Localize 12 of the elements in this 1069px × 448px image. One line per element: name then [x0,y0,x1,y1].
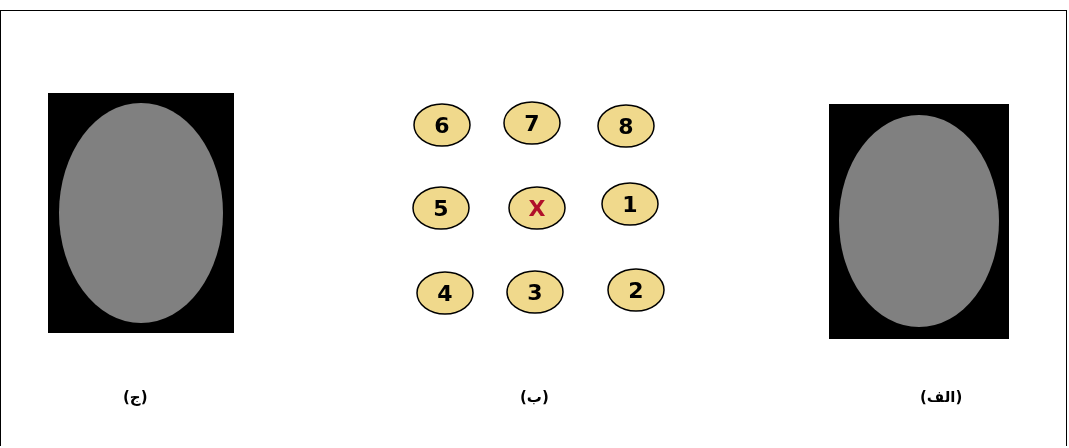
number-circle: 6 [413,103,471,147]
number-circle: 5 [412,186,470,230]
panel-label: (ب) [520,388,549,406]
panel-label: (الف) [920,388,963,406]
number-circle: 7 [503,101,561,145]
number-circle: 8 [597,104,655,148]
number-circle: 2 [607,268,665,312]
number-circle: 4 [416,271,474,315]
number-circle: 3 [506,270,564,314]
number-circle: X [508,186,566,230]
number-circle: 1 [601,182,659,226]
panel-label: (ج) [123,388,148,406]
